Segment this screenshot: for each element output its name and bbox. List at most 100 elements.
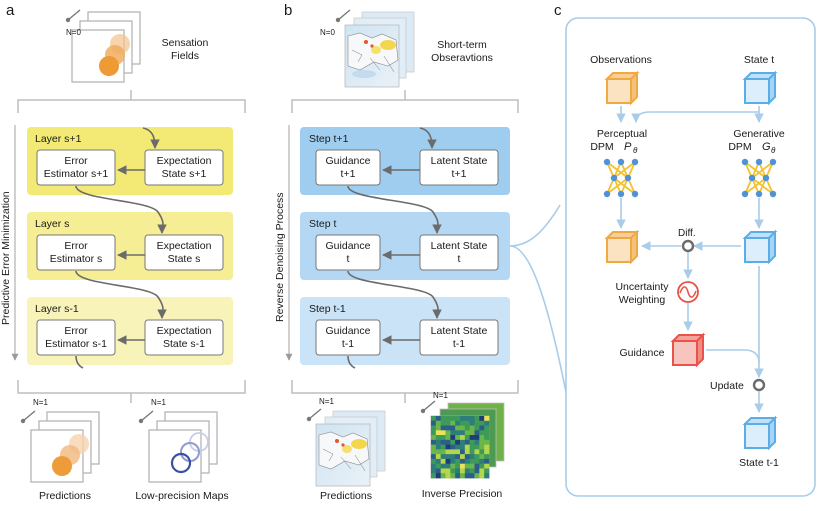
bottom-bracket-b [291, 380, 519, 394]
guidance-bottom [315, 319, 381, 356]
step-title-top: Step t+1 [309, 133, 349, 145]
error-estimator-top [36, 149, 116, 186]
counter-dial-icon [65, 9, 81, 23]
panel-c-frame [565, 17, 816, 497]
predictions-caption-b: Predictions [320, 490, 372, 502]
update-node-icon [752, 378, 766, 392]
guidance-mid-l1: Guidance [326, 240, 371, 252]
expectation-state-bottom-l1: Expectation [157, 325, 212, 337]
expectation-state-mid-l1: Expectation [157, 240, 212, 252]
guidance-to-update-arrow [706, 349, 760, 363]
perceptual-label-line2: DPM [590, 141, 613, 153]
generative-symbol: G [762, 141, 771, 153]
heatmap-cells [431, 416, 490, 479]
expectation-state-top [144, 149, 224, 186]
state-to-perceptual-arrow [631, 111, 759, 123]
state-t-cube-icon [742, 70, 778, 106]
error-estimator-top-l2: Estimator s+1 [44, 168, 109, 180]
sensation-caption-line1: Sensation [162, 37, 209, 49]
error-estimator-bottom-l1: Error [64, 325, 88, 337]
latent-state-mid-l2: t [458, 253, 461, 265]
error-estimator-mid-l1: Error [64, 240, 88, 252]
bottom-bracket [17, 380, 246, 394]
flow-arrow [142, 127, 160, 149]
panel-a: N=0 Sensation Fields Predictive Error Mi… [0, 9, 246, 502]
state-t-minus-1-cube-icon [742, 415, 778, 451]
low-precision-maps-stack [148, 411, 218, 483]
generative-network-icon [741, 158, 777, 198]
guidance-mid-l2: t [347, 253, 350, 265]
perceptual-output-cube-icon [604, 229, 640, 265]
sensation-fields-stack [71, 11, 141, 83]
generative-label-line1: Generative [733, 128, 785, 140]
step-title-bottom: Step t-1 [309, 303, 346, 315]
inverse-precision-caption: Inverse Precision [422, 488, 503, 500]
flow-arrow [75, 185, 167, 234]
expectation-state-top-l1: Expectation [157, 155, 212, 167]
flow-arrow [75, 270, 167, 319]
flow-arrow [347, 185, 442, 234]
error-estimator-bottom-l2: Estimator s-1 [45, 338, 107, 350]
latent-state-top-l2: t+1 [452, 168, 467, 180]
latent-state-top [419, 149, 499, 186]
perceptual-network-icon [603, 158, 639, 198]
perceptual-theta: θ [633, 146, 638, 155]
error-estimator-top-l1: Error [64, 155, 88, 167]
top-bracket-b [291, 99, 519, 113]
predictions-counter-b: N=1 [319, 397, 334, 406]
latent-state-top-l1: Latent State [431, 155, 488, 167]
latent-state-mid-l1: Latent State [431, 240, 488, 252]
side-label-b: Reverse Denoising Process [274, 192, 286, 322]
expectation-state-mid [144, 234, 224, 271]
guidance-top-l1: Guidance [326, 155, 371, 167]
predictions-map-stack-b [315, 410, 386, 487]
generative-output-cube-icon [742, 229, 778, 265]
error-estimator-bottom [36, 319, 116, 356]
inverse-counter: N=1 [433, 391, 448, 400]
error-estimator-mid-l2: Estimator s [50, 253, 103, 265]
guidance-top-l2: t+1 [341, 168, 356, 180]
expectation-state-bottom [144, 319, 224, 356]
guidance-bottom-l1: Guidance [326, 325, 371, 337]
uncertainty-label-line2: Weighting [619, 294, 666, 306]
generative-label-line2: DPM [728, 141, 751, 153]
flow-arrow [419, 127, 437, 149]
layer-title-bottom: Layer s-1 [35, 303, 79, 315]
perceptual-label-line1: Perceptual [597, 128, 647, 140]
top-bracket [17, 99, 246, 113]
perceptual-symbol: P [624, 141, 632, 153]
expectation-state-mid-l2: State s [168, 253, 201, 265]
low-precision-caption: Low-precision Maps [135, 490, 228, 502]
flow-arrow [347, 270, 442, 319]
zoom-connector-top [509, 204, 561, 247]
guidance-bottom-l2: t-1 [342, 338, 354, 350]
latent-state-mid [419, 234, 499, 271]
latent-state-bottom [419, 319, 499, 356]
maps-counter-a: N=1 [151, 398, 166, 407]
uncertainty-label-line1: Uncertainty [615, 281, 669, 293]
observation-cube-icon [604, 70, 640, 106]
latent-state-bottom-l2: t-1 [453, 338, 465, 350]
guidance-cube-icon [670, 332, 706, 368]
guidance-mid [315, 234, 381, 271]
predictions-stack-a [30, 411, 100, 483]
state-t-label: State t [744, 54, 774, 66]
diff-node-icon [681, 239, 695, 253]
panel-b: N=0 Short-term Obseravtions Reverse Deno… [274, 9, 576, 502]
layer-title-top: Layer s+1 [35, 133, 82, 145]
observation-caption-line2: Obseravtions [431, 52, 493, 64]
expectation-state-top-l2: State s+1 [162, 168, 207, 180]
panel-label-a: a [6, 2, 15, 19]
guidance-top [315, 149, 381, 186]
state-t-minus-1-label: State t-1 [739, 457, 779, 469]
predictions-counter-a: N=1 [33, 398, 48, 407]
update-label: Update [710, 380, 744, 392]
observation-counter: N=0 [320, 28, 335, 37]
step-title-mid: Step t [309, 218, 337, 230]
inverse-precision-stack [430, 402, 505, 479]
latent-state-bottom-l1: Latent State [431, 325, 488, 337]
observations-label: Observations [590, 54, 652, 66]
layer-title-mid: Layer s [35, 218, 69, 230]
panel-label-b: b [284, 2, 292, 19]
observation-map-stack [344, 11, 415, 88]
